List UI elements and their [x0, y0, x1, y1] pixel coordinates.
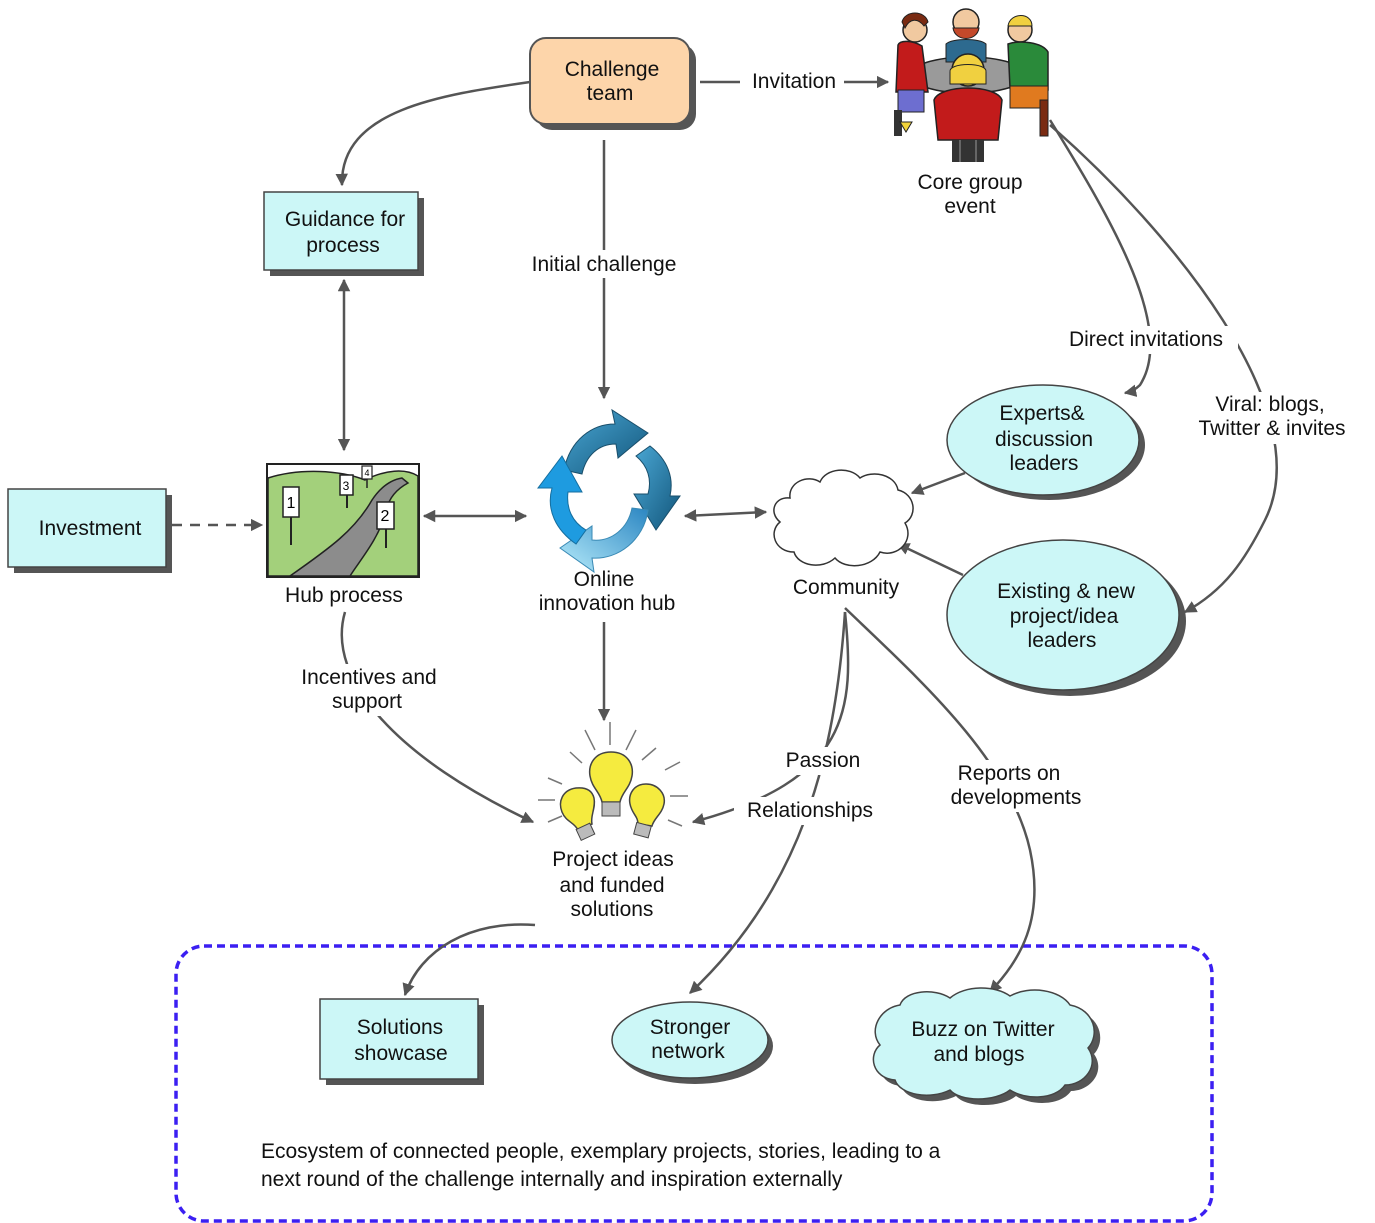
ecosystem-caption-line2: next round of the challenge internally a… — [261, 1168, 843, 1191]
investment-label: Investment — [39, 517, 142, 540]
community-node[interactable]: Community — [773, 469, 914, 599]
challenge-team-node[interactable]: Challenge team — [529, 37, 696, 130]
label-passion: Passion — [786, 749, 861, 772]
landscape-signs-icon: 1 2 3 4 — [266, 463, 420, 578]
label-initial-challenge: Initial challenge — [532, 253, 677, 276]
online-hub-line2: innovation hub — [539, 592, 676, 615]
ecosystem-caption-line1: Ecosystem of connected people, exemplary… — [261, 1140, 941, 1163]
leaders-line3: leaders — [1028, 629, 1097, 652]
project-ideas-node[interactable]: Project ideas and funded solutions — [538, 722, 688, 921]
cycle-arrows-icon — [537, 408, 681, 574]
edge-labels: Invitation Initial challenge Direct invi… — [288, 68, 1362, 825]
guidance-line1: Guidance for — [285, 208, 405, 231]
guidance-line2: process — [306, 234, 380, 257]
sign-number-4: 4 — [364, 468, 369, 478]
investment-node[interactable]: Investment — [7, 488, 172, 573]
guidance-node[interactable]: Guidance for process — [263, 191, 424, 276]
label-incentives-2: support — [332, 690, 402, 713]
hub-process-node[interactable]: 1 2 3 4 Hub process — [266, 463, 420, 607]
hub-process-label: Hub process — [285, 584, 403, 607]
label-viral-1: Viral: blogs, — [1215, 393, 1324, 416]
edge-experts-community — [910, 471, 966, 495]
online-hub-line1: Online — [574, 568, 635, 591]
project-leaders-node[interactable]: Existing & new project/idea leaders — [946, 539, 1186, 696]
stronger-network-node[interactable]: Stronger network — [611, 1001, 773, 1084]
online-hub-node[interactable]: Online innovation hub — [537, 408, 681, 615]
edge-incentives — [340, 611, 535, 824]
experts-line3: leaders — [1010, 452, 1079, 475]
solutions-showcase-node[interactable]: Solutions showcase — [319, 998, 484, 1085]
buzz-node[interactable]: Buzz on Twitter and blogs — [872, 987, 1101, 1105]
people-at-table-icon — [894, 8, 1049, 162]
label-invitation: Invitation — [752, 70, 836, 93]
sign-number-3: 3 — [343, 479, 350, 493]
buzz-line1: Buzz on Twitter — [911, 1018, 1054, 1041]
sign-number-1: 1 — [287, 495, 296, 512]
edge-challenge-to-guidance — [335, 80, 531, 187]
community-label: Community — [793, 576, 900, 599]
edge-reports — [844, 607, 1036, 993]
edges — [172, 75, 1278, 997]
buzz-line2: and blogs — [933, 1043, 1024, 1066]
experts-line1: Experts& — [999, 402, 1084, 425]
label-reports-2: developments — [951, 786, 1082, 809]
leaders-line1: Existing & new — [997, 580, 1136, 603]
sign-number-2: 2 — [381, 508, 390, 525]
experts-line2: discussion — [995, 428, 1093, 451]
edge-online-community — [683, 506, 768, 522]
challenge-team-line1: Challenge — [565, 58, 660, 81]
core-group-node[interactable]: Core group event — [894, 8, 1049, 218]
challenge-team-line2: team — [587, 82, 634, 105]
label-incentives-1: Incentives and — [301, 666, 436, 689]
ideas-line2: and funded — [559, 874, 664, 897]
showcase-line1: Solutions — [357, 1016, 443, 1039]
community-cloud-icon — [773, 469, 914, 567]
network-line1: Stronger — [650, 1016, 731, 1039]
core-group-line2: event — [944, 195, 996, 218]
label-reports-1: Reports on — [958, 762, 1061, 785]
network-line2: network — [651, 1040, 725, 1063]
edge-ideas-showcase — [402, 923, 536, 997]
edge-leaders-community — [896, 542, 964, 577]
label-direct-invitations: Direct invitations — [1069, 328, 1223, 351]
experts-node[interactable]: Experts& discussion leaders — [946, 384, 1145, 500]
leaders-line2: project/idea — [1010, 605, 1119, 628]
label-relationships: Relationships — [747, 799, 873, 822]
label-viral-2: Twitter & invites — [1198, 417, 1345, 440]
edge-passion — [691, 611, 850, 826]
core-group-line1: Core group — [917, 171, 1022, 194]
edge-viral — [1049, 124, 1278, 614]
ideas-line3: solutions — [571, 898, 654, 921]
showcase-line2: showcase — [354, 1042, 447, 1065]
light-bulbs-icon — [538, 722, 688, 842]
ecosystem-container — [174, 944, 1214, 1223]
ideas-line1: Project ideas — [552, 848, 673, 871]
